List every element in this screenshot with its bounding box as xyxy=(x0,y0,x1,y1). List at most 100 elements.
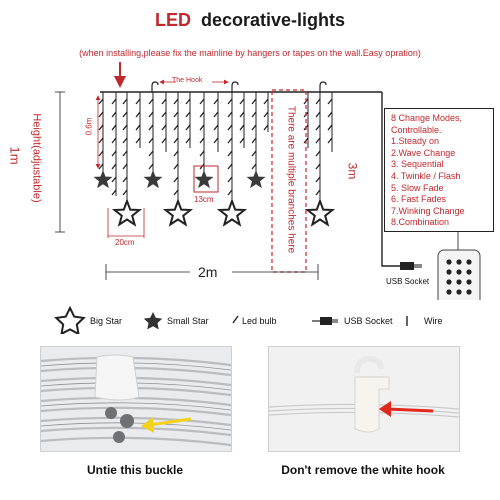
led-bulb xyxy=(173,124,179,131)
cable-label: 3m xyxy=(345,162,360,180)
spacing-20-label: 20cm xyxy=(115,238,135,247)
usb-cable-wire xyxy=(381,92,400,267)
title-rest: decorative-lights xyxy=(200,10,346,30)
hanging-stars xyxy=(105,407,134,443)
led-bulb xyxy=(251,163,257,170)
led-strands xyxy=(93,92,336,227)
led-bulb xyxy=(327,111,333,118)
hook-top xyxy=(354,355,384,374)
led-bulb xyxy=(227,176,233,183)
height-label: Height(adjustable) xyxy=(30,113,43,203)
led-bulb xyxy=(122,176,128,183)
led-bulb xyxy=(251,137,257,144)
mode-item: 2.Wave Change xyxy=(391,147,456,158)
led-bulb xyxy=(122,124,128,131)
led-bulb xyxy=(173,163,179,170)
led-bulb xyxy=(263,111,269,118)
title-led: LED xyxy=(154,10,191,30)
led-bulb xyxy=(98,150,104,157)
width-label: 2m xyxy=(198,264,218,280)
curtain-diagram xyxy=(55,62,481,300)
led-bulb xyxy=(263,124,269,131)
small-star-icon xyxy=(143,312,163,330)
buckle-photo xyxy=(40,346,232,452)
led-bulb xyxy=(122,150,128,157)
led-bulb xyxy=(173,98,179,105)
hook-markers xyxy=(151,81,327,92)
led-bulb xyxy=(199,137,205,144)
led-bulb xyxy=(239,111,245,118)
led-bulb xyxy=(148,98,154,105)
led-bulb xyxy=(173,111,179,118)
led-bulb xyxy=(98,98,104,105)
led-bulb xyxy=(199,150,205,157)
led-bulb xyxy=(111,124,117,131)
mode-item: 7.Winking Change xyxy=(391,205,465,216)
led-bulb xyxy=(213,111,219,118)
led-bulb xyxy=(161,137,167,144)
mode-item: 4. Twinkle / Flash xyxy=(391,170,461,181)
led-bulb xyxy=(173,189,179,196)
big-star xyxy=(111,198,143,227)
usb-plug xyxy=(400,262,414,270)
big-star-icon xyxy=(54,305,86,334)
led-bulb xyxy=(98,163,104,170)
led-bulb xyxy=(135,137,141,144)
led-bulb xyxy=(251,98,257,105)
legend-usb-socket: USB Socket xyxy=(344,316,393,326)
led-bulb xyxy=(251,124,257,131)
hook-photo xyxy=(268,346,460,452)
led-bulb xyxy=(251,150,257,157)
led-bulb xyxy=(148,137,154,144)
led-bulb xyxy=(239,98,245,105)
led-bulb xyxy=(227,124,233,131)
big-star xyxy=(216,198,248,227)
mode-item: 3. Sequential xyxy=(391,159,444,170)
led-bulb xyxy=(315,176,321,183)
left-caption: Untie this buckle xyxy=(86,463,184,477)
small-star xyxy=(194,170,214,189)
install-note: (when installing,please fix the mainline… xyxy=(79,48,421,58)
led-bulb xyxy=(185,124,191,131)
led-bulb xyxy=(122,189,128,196)
usb-label: USB Socket xyxy=(386,277,430,286)
led-bulb xyxy=(199,111,205,118)
led-bulb xyxy=(327,137,333,144)
led-bulb xyxy=(111,176,117,183)
led-bulb xyxy=(227,150,233,157)
led-bulb xyxy=(161,124,167,131)
led-bulb xyxy=(111,163,117,170)
white-hook-image xyxy=(269,347,459,451)
led-bulb xyxy=(111,111,117,118)
led-bulb xyxy=(227,137,233,144)
led-bulb xyxy=(185,98,191,105)
led-bulb xyxy=(315,124,321,131)
led-bulb xyxy=(111,150,117,157)
led-bulb xyxy=(148,150,154,157)
spacing-13-box xyxy=(193,165,219,193)
led-bulb xyxy=(122,98,128,105)
spacing-13-label: 13cm xyxy=(194,195,214,204)
led-bulb xyxy=(135,111,141,118)
led-bulb xyxy=(148,163,154,170)
modes-box: 8 Change Modes, Controllable. 1.Steady o… xyxy=(384,108,494,232)
led-bulb xyxy=(122,111,128,118)
led-bulb xyxy=(227,111,233,118)
led-bulb xyxy=(213,98,219,105)
led-bulb xyxy=(327,98,333,105)
hook-arrow xyxy=(386,407,434,413)
led-bulb xyxy=(122,163,128,170)
mode-item: 8.Combination xyxy=(391,217,450,228)
hook-body xyxy=(354,376,390,433)
led-bulb xyxy=(98,124,104,131)
modes-title: 8 Change Modes, Controllable. xyxy=(391,113,463,135)
small-star xyxy=(246,170,266,189)
big-star xyxy=(304,198,336,227)
right-caption: Don't remove the white hook xyxy=(281,463,445,477)
usb-socket-icon xyxy=(312,317,338,325)
coiled-wire-image xyxy=(41,347,231,451)
led-bulb xyxy=(161,98,167,105)
led-bulb xyxy=(251,111,257,118)
legend-small-star: Small Star xyxy=(167,316,209,326)
buckle-arrow xyxy=(148,417,192,427)
